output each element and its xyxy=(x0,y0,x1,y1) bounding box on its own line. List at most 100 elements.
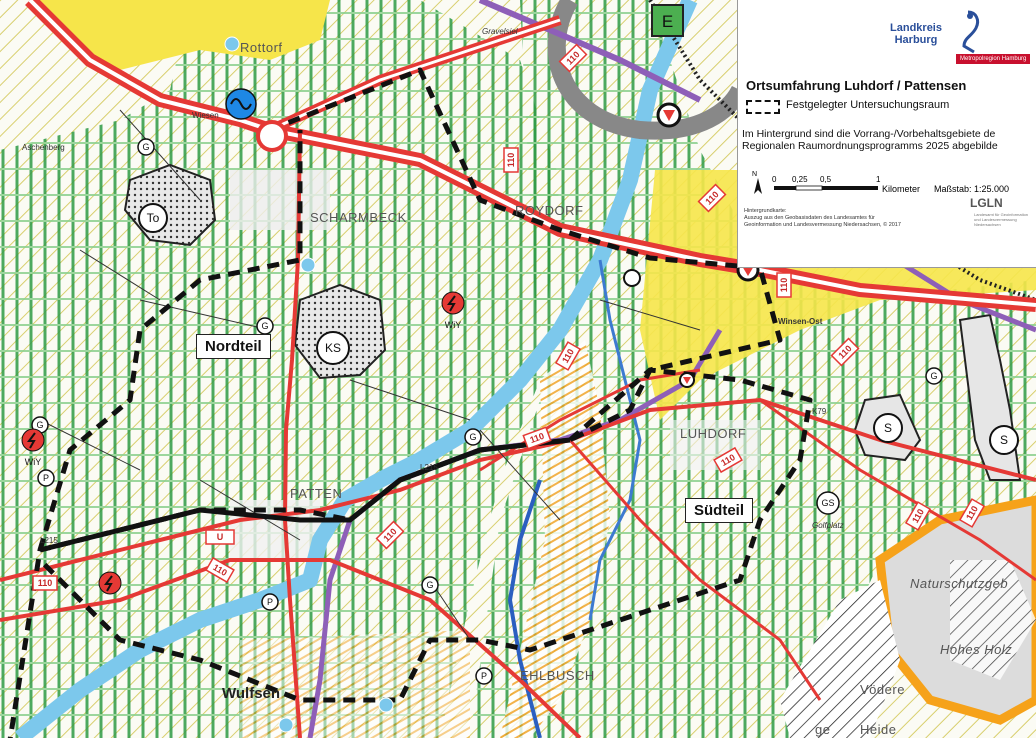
label-voedere: Vödere xyxy=(860,682,905,697)
bundesstrasse-main-center xyxy=(28,0,1036,307)
org-line1: Landkreis xyxy=(890,22,942,34)
water-icon-3 xyxy=(378,697,394,713)
water-icon-4 xyxy=(278,717,294,733)
label-roydorf: ROYDORF xyxy=(515,203,584,218)
north-arrow-icon xyxy=(754,178,762,194)
symbol-s-1[interactable]: S xyxy=(873,413,903,443)
lgln-logo: LGLN xyxy=(970,196,1003,210)
label-wulfsen: Wulfsen xyxy=(222,685,280,702)
road-number-tag-u: U xyxy=(205,529,235,545)
symbol-to[interactable]: To xyxy=(138,203,168,233)
org-name: Landkreis Harburg xyxy=(884,22,948,46)
svg-text:S: S xyxy=(1000,433,1008,447)
road-number-tag-7: 110 xyxy=(375,520,405,550)
junction-icon-1[interactable] xyxy=(256,120,288,152)
settlement-area-north xyxy=(30,0,330,70)
svg-text:S: S xyxy=(884,421,892,435)
label-ge: ge xyxy=(815,722,830,737)
road-number-tag-13: 110 xyxy=(776,272,792,298)
svg-text:110: 110 xyxy=(528,431,545,445)
svg-text:P: P xyxy=(267,597,273,607)
symbol-g-6[interactable]: G xyxy=(925,367,943,385)
legend-note-line1: Im Hintergrund sind die Vorrang-/Vorbeha… xyxy=(742,128,996,140)
suedteil-callout[interactable]: Südteil xyxy=(685,498,754,523)
road-number-tag-4: 110 xyxy=(554,341,582,371)
scale-unit: Kilometer xyxy=(882,184,920,194)
junction-icon-3[interactable] xyxy=(656,102,682,128)
symbol-g-2[interactable]: G xyxy=(256,317,274,335)
svg-text:P: P xyxy=(481,671,487,681)
svg-text:U: U xyxy=(217,532,224,542)
svg-text:G: G xyxy=(36,420,43,430)
water-icon-2 xyxy=(224,36,240,52)
road-number-tag-6: 110 xyxy=(713,446,743,474)
motorway-loop xyxy=(547,0,749,140)
scale-tick-05: 0,5 xyxy=(820,175,832,184)
junction-icon-5[interactable] xyxy=(623,269,641,287)
symbol-ks[interactable]: KS xyxy=(316,331,350,365)
road-number-tag-8: 110 xyxy=(32,575,58,591)
scale-tick-025: 0,25 xyxy=(792,175,808,184)
label-golfplatz: Golfplatz xyxy=(812,521,844,530)
road-number-tag-5: 110 xyxy=(522,426,552,450)
svg-text:G: G xyxy=(426,580,433,590)
hatched-forest-area-2 xyxy=(950,560,1036,680)
label-gravelsiel: Gravelsiel xyxy=(482,27,518,36)
label-nsg: Naturschutzgeb xyxy=(910,576,1008,591)
road-label-k79: K79 xyxy=(812,407,827,416)
road-west xyxy=(0,438,571,582)
junction-icon-4[interactable] xyxy=(679,372,695,388)
symbol-gs[interactable]: GS xyxy=(816,491,840,515)
source-heading: Hintergrundkarte: xyxy=(744,208,787,214)
orange-hatch-strip xyxy=(500,340,610,738)
wind-energy-icon-2[interactable]: WiY xyxy=(21,428,45,467)
dotted-area-ks xyxy=(293,283,387,380)
label-heide: Heide xyxy=(860,722,896,737)
scale-ratio: Maßstab: 1:25.000 xyxy=(934,184,1009,194)
scale-tick-0: 0 xyxy=(772,175,777,184)
road-number-tag-2: 110 xyxy=(503,147,519,173)
symbol-s-2[interactable]: S xyxy=(989,425,1019,455)
road-number-tag-9: 110 xyxy=(205,556,235,584)
road-number-tag-10: 110 xyxy=(904,501,932,531)
symbol-g-1[interactable]: G xyxy=(137,138,155,156)
water-icon-1 xyxy=(300,257,316,273)
svg-text:GS: GS xyxy=(821,498,834,508)
symbol-p-2[interactable]: P xyxy=(261,593,279,611)
svg-text:G: G xyxy=(930,371,937,381)
power-station-icon[interactable] xyxy=(225,88,257,120)
e-marker-badge[interactable]: E xyxy=(651,4,684,37)
urban-patch-scharmbeck xyxy=(230,170,330,230)
svg-text:KS: KS xyxy=(325,341,341,355)
symbol-g-5[interactable]: G xyxy=(421,576,439,594)
scale-tick-1: 1 xyxy=(876,175,881,184)
svg-text:110: 110 xyxy=(506,153,516,168)
study-area-solid-link xyxy=(39,437,571,553)
symbol-p-1[interactable]: P xyxy=(37,469,55,487)
legend-panel: Landkreis Harburg Metropolregion Hamburg… xyxy=(737,0,1036,268)
wind-energy-icon-1[interactable]: WiY xyxy=(441,291,465,330)
study-area-boundary xyxy=(7,67,813,738)
source-line1: Auszug aus den Geobasisdaten des Landesa… xyxy=(744,215,875,221)
symbol-g-4[interactable]: G xyxy=(464,428,482,446)
label-luhdorf: LUHDORF xyxy=(680,426,746,441)
wind-energy-icon-3[interactable] xyxy=(98,571,122,595)
road-diagonal-north-center xyxy=(269,18,561,132)
road-number-tag-1: 110 xyxy=(558,43,588,73)
svg-text:WiY: WiY xyxy=(445,320,462,330)
label-ehlbusch: EHLBUSCH xyxy=(520,668,595,683)
label-rottorf: Rottorf xyxy=(240,40,283,55)
legend-note-line2: Regionalen Raumordnungsprogramms 2025 ab… xyxy=(742,140,998,152)
symbol-p-3[interactable]: P xyxy=(475,667,493,685)
svg-text:G: G xyxy=(469,432,476,442)
north-label: N xyxy=(752,171,757,178)
nordteil-callout[interactable]: Nordteil xyxy=(196,334,271,359)
org-line2: Harburg xyxy=(894,34,938,46)
road-label-l215: L215 xyxy=(40,536,58,545)
source-note: Hintergrundkarte: Auszug aus den Geobasi… xyxy=(744,208,964,229)
lgln-subtitle: Landesamt für Geoinformation und Landesv… xyxy=(974,212,1029,227)
road-number-tag-12: 110 xyxy=(830,337,860,367)
legend-title: Ortsumfahrung Luhdorf / Pattensen xyxy=(746,78,967,93)
label-pattensen: PATTEN xyxy=(290,486,342,501)
